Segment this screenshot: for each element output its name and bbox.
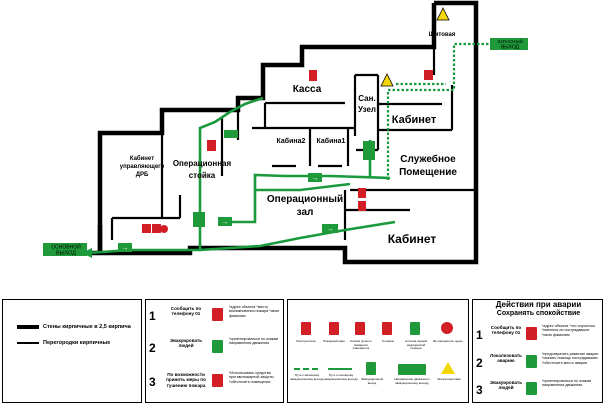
- room-kassa: Касса: [293, 84, 322, 95]
- action-note: *ориентироваться по знакам направления д…: [542, 379, 592, 388]
- action-note: *предотвратить развитие аварии *оказать …: [542, 352, 599, 365]
- fire-hydrant-icon: [329, 322, 339, 335]
- you-are-here-icon: [160, 225, 168, 233]
- floor-plan: → → → → ОСНОВНОЙ ВЫХОД ЗАПАСНЫЙ ВЫХОД Ка…: [43, 0, 528, 265]
- legend-walls-text: Стены кирпичные в 2,5 кирпича: [43, 324, 131, 330]
- measure-note: *адрес объекта *место возникновения пожа…: [229, 305, 280, 318]
- spare-path-sample: [294, 368, 318, 370]
- action-text: Локализовать аварию: [490, 353, 522, 364]
- spare-exit-line2: ВЫХОД: [501, 45, 520, 51]
- action-text: Сообщить по телефону 01: [490, 325, 522, 336]
- exit-icon: [526, 382, 537, 395]
- warning-sign-icon: [380, 73, 394, 87]
- main-exit-line2: ВЫХОД: [56, 251, 76, 257]
- outer-walls: [88, 0, 479, 265]
- actions-title: Действия при аварии: [495, 300, 582, 309]
- svg-text:→: →: [327, 226, 334, 233]
- action-note: *адрес объекта *что случилось *имеются л…: [542, 324, 596, 337]
- icon-caption: Аптечка первой медицинской помощи: [405, 339, 427, 350]
- room-operzal: зал: [297, 207, 314, 218]
- action-text: Эвакуировать людей: [489, 380, 523, 391]
- exit-icon: [366, 362, 376, 375]
- extinguisher-icon: [212, 374, 223, 387]
- legend-partitions-text: Перегородки кирпичные: [43, 340, 111, 346]
- main-exit-sign: ОСНОВНОЙ ВЫХОД: [43, 243, 87, 257]
- exit-icon: [212, 340, 223, 353]
- extinguisher-icon: [301, 322, 311, 335]
- evacuation-path-main: [87, 96, 396, 255]
- action-step: 1 Сообщить по телефону 01 *адрес объекта…: [476, 322, 602, 350]
- icon-caption: Телефон: [381, 339, 395, 343]
- icon-caption: Электрощитовая: [437, 377, 461, 381]
- evacuation-path-spare: [386, 42, 490, 180]
- measure-note: *ориентироваться по знакам направления д…: [229, 337, 279, 346]
- action-num: 1: [476, 328, 483, 342]
- room-kabina1: Кабина1: [317, 137, 346, 145]
- measure-text: По возможности принять меры по тушению п…: [166, 372, 206, 388]
- measure-num: 3: [149, 375, 156, 389]
- measure-step: 2 Эвакуировать людей *ориентироваться по…: [149, 335, 283, 363]
- svg-text:→: →: [312, 175, 319, 182]
- action-num: 2: [476, 356, 483, 370]
- icon-caption: Направление движения к эвакуационному вы…: [394, 377, 430, 385]
- room-operstoyka: стойка: [189, 171, 216, 180]
- phone-icon: [212, 308, 223, 321]
- room-san-uzel: Сан.: [358, 94, 375, 103]
- room-kabinet-drb: ДРБ: [136, 172, 149, 178]
- first-aid-icon: [410, 322, 420, 335]
- you-are-here-icon: [441, 322, 453, 334]
- room-shchitovaya: Щитовая: [429, 32, 456, 38]
- measure-step: 3 По возможности принять меры по тушению…: [149, 369, 283, 397]
- icon-caption: Вы находитесь здесь: [433, 339, 463, 343]
- room-operzal: Операционный: [267, 194, 343, 205]
- phone-icon: [382, 322, 392, 335]
- icon-caption: Путь к основному эвакуационному выходу: [324, 373, 358, 381]
- icon-caption: Пожарный кран: [323, 339, 345, 343]
- warning-sign-icon: [441, 362, 455, 374]
- icon-caption: Кнопка ручного пожарного извещателя: [350, 339, 372, 350]
- measure-num: 2: [149, 341, 156, 355]
- room-kabinet-drb: управляющего: [120, 164, 165, 170]
- path-signs: → → → →: [118, 130, 375, 252]
- partitions: [110, 47, 476, 240]
- icon-caption: Огнетушитель: [296, 339, 316, 343]
- icon-caption: Эвакуационный выход: [360, 377, 384, 385]
- phone-icon: [526, 327, 537, 340]
- action-num: 3: [476, 383, 483, 397]
- room-sluzhebnoe: Служебное: [400, 153, 456, 165]
- actions-subtitle: Сохранять спокойствие: [496, 310, 581, 317]
- room-kabina2: Кабина2: [277, 137, 306, 145]
- room-kabinet-drb: Кабинет: [130, 155, 154, 162]
- room-kabinet-bottom: Кабинет: [388, 232, 437, 246]
- fire-alarm-button-icon: [355, 322, 365, 335]
- partition-sample: [17, 342, 39, 344]
- icon-legend: Огнетушитель Пожарный кран Кнопка ручног…: [287, 299, 469, 403]
- action-step: 3 Эвакуировать людей *ориентироваться по…: [476, 377, 602, 405]
- main-exit-line1: ОСНОВНОЙ: [51, 243, 81, 251]
- main-path-sample: [328, 368, 352, 370]
- measure-text: Сообщить по телефону 01: [170, 306, 202, 317]
- svg-text:→: →: [122, 245, 129, 252]
- measure-note: *Использовать средства противопожарной з…: [229, 371, 274, 384]
- icon-caption: Путь к запасному эвакуационному выходу: [290, 373, 324, 381]
- wall-sample: [17, 325, 39, 329]
- room-kabinet-top: Кабинет: [392, 114, 437, 126]
- first-aid-icon: [526, 355, 537, 368]
- warning-sign-icon: [436, 7, 450, 21]
- room-operstoyka: Операционная: [173, 159, 232, 168]
- measure-step: 1 Сообщить по телефону 01 *адрес объекта…: [149, 303, 283, 331]
- spare-exit-line1: ЗАПАСНЫЙ: [497, 37, 523, 44]
- action-step: 2 Локализовать аварию *предотвратить раз…: [476, 350, 602, 378]
- spare-exit-sign: ЗАПАСНЫЙ ВЫХОД: [490, 37, 528, 51]
- measure-text: Эвакуировать людей: [169, 338, 203, 349]
- svg-text:→: →: [222, 219, 229, 226]
- fire-equipment: [142, 70, 433, 233]
- direction-arrow-icon: [398, 364, 426, 375]
- fire-measures: 1 Сообщить по телефону 01 *адрес объекта…: [145, 299, 284, 403]
- legend-walls: Стены кирпичные в 2,5 кирпича Перегородк…: [2, 299, 142, 403]
- measure-num: 1: [149, 309, 156, 323]
- room-sluzhebnoe: Помещение: [399, 167, 457, 178]
- accident-actions: Действия при аварии Сохранять спокойстви…: [472, 299, 603, 403]
- room-san-uzel: Узел: [358, 105, 376, 114]
